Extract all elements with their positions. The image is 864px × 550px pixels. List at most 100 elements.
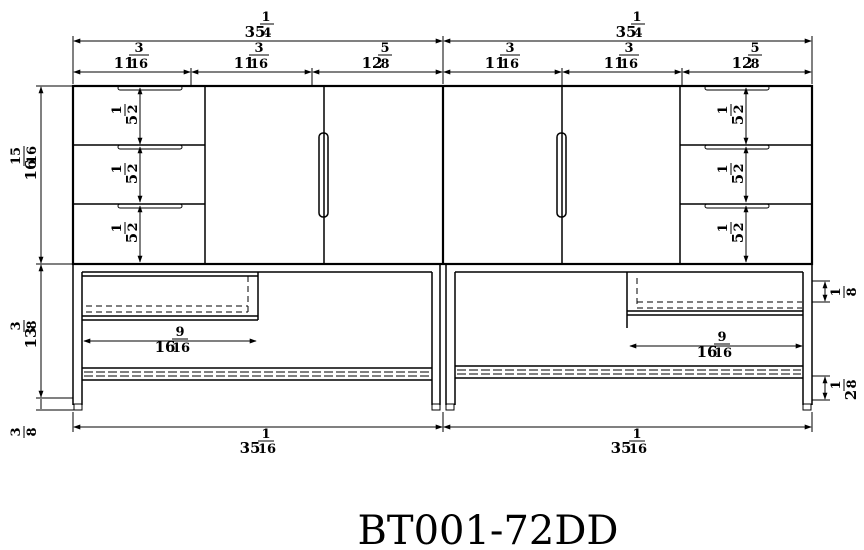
svg-text:2: 2 [732,222,747,231]
svg-text:4: 4 [633,26,642,41]
dim-seg-1: 3 11 16 [114,41,149,72]
svg-text:16: 16 [130,57,148,72]
svg-text:11: 11 [604,54,625,72]
svg-text:3: 3 [624,41,633,56]
dimension-lines [38,38,828,430]
svg-text:16: 16 [629,442,647,457]
drawer-handle [117,85,183,91]
svg-text:3: 3 [254,41,263,56]
svg-text:1: 1 [829,380,844,389]
svg-text:4: 4 [262,26,271,41]
svg-text:12: 12 [732,54,753,72]
dim-drawer-l3: 1 5 2 [110,222,141,243]
svg-text:1: 1 [716,223,731,232]
base-frame [72,264,813,411]
svg-text:1: 1 [110,164,125,173]
svg-text:8: 8 [750,57,759,72]
right-shelf-drawer [626,272,803,328]
svg-text:5: 5 [123,115,141,125]
drawer-handle [704,85,770,91]
dim-bottom-height: 1 2 8 [829,379,860,400]
svg-text:12: 12 [362,54,383,72]
upper-cabinet [71,84,814,266]
dim-shelf-height: 1 8 [829,286,860,298]
svg-text:3: 3 [9,427,24,436]
dim-height-foot: 3 8 [9,426,40,438]
svg-text:1: 1 [716,164,731,173]
left-doors [318,86,329,264]
left-shelf-drawer [82,272,259,321]
svg-text:9: 9 [717,330,726,345]
foot [802,403,812,411]
dim-bottom-right: 1 35 16 [611,427,647,457]
svg-text:11: 11 [485,54,506,72]
dim-drawer-r2: 1 5 2 [716,163,747,184]
svg-text:3: 3 [505,41,514,56]
dim-seg-2: 3 11 16 [234,41,269,72]
svg-text:1: 1 [110,105,125,114]
svg-text:2: 2 [126,163,141,172]
foot [431,403,441,411]
svg-text:8: 8 [845,287,860,296]
svg-text:16: 16 [620,57,638,72]
dim-seg-4: 3 11 16 [485,41,520,72]
svg-text:9: 9 [175,325,184,340]
svg-text:16: 16 [22,160,40,181]
left-bottom-shelf [82,367,432,381]
svg-text:16: 16 [714,346,732,361]
svg-text:16: 16 [250,57,268,72]
model-number: BT001-72DD [358,508,619,550]
svg-text:1: 1 [632,427,641,442]
svg-text:13: 13 [22,328,40,349]
extension-lines [36,36,830,432]
svg-text:15: 15 [9,147,24,165]
svg-text:16: 16 [155,338,176,356]
svg-text:1: 1 [716,105,731,114]
foot [73,403,83,411]
svg-text:16: 16 [25,146,40,164]
svg-text:3: 3 [134,41,143,56]
dim-shelf-left: 9 16 16 [155,325,190,356]
svg-text:8: 8 [845,379,860,388]
dim-drawer-l2: 1 5 2 [110,163,141,184]
svg-text:8: 8 [380,57,389,72]
dim-shelf-right: 9 16 16 [697,330,732,361]
svg-text:35: 35 [616,23,637,41]
svg-text:35: 35 [240,439,261,457]
svg-text:1: 1 [829,287,844,296]
drawer-handle [704,203,770,209]
svg-text:5: 5 [380,41,389,56]
svg-text:2: 2 [126,222,141,231]
dim-seg-5: 3 11 16 [604,41,639,72]
svg-text:2: 2 [732,104,747,113]
svg-text:5: 5 [123,233,141,243]
svg-text:16: 16 [697,343,718,361]
drawer-handle [117,203,183,209]
left-drawer-bank [73,85,206,264]
svg-text:11: 11 [234,54,255,72]
svg-text:11: 11 [114,54,135,72]
dim-height-cabinet: 15 16 16 [9,146,40,180]
foot [445,403,455,411]
svg-text:35: 35 [611,439,632,457]
svg-text:1: 1 [110,223,125,232]
dim-drawer-l1: 1 5 2 [110,104,141,125]
door-handle [556,132,567,218]
svg-text:8: 8 [25,320,40,329]
svg-text:5: 5 [729,174,747,184]
right-drawer-bank [680,85,812,209]
dim-top-left: 1 35 4 [245,10,274,41]
door-handle [318,132,329,218]
right-doors [556,86,681,264]
svg-text:5: 5 [729,115,747,125]
svg-text:8: 8 [25,427,40,436]
svg-text:2: 2 [732,163,747,172]
svg-text:2: 2 [842,390,860,400]
svg-text:5: 5 [750,41,759,56]
drawer-handle [704,144,770,150]
svg-text:3: 3 [9,321,24,330]
dim-drawer-r1: 1 5 2 [716,104,747,125]
svg-text:5: 5 [123,174,141,184]
svg-text:2: 2 [126,104,141,113]
